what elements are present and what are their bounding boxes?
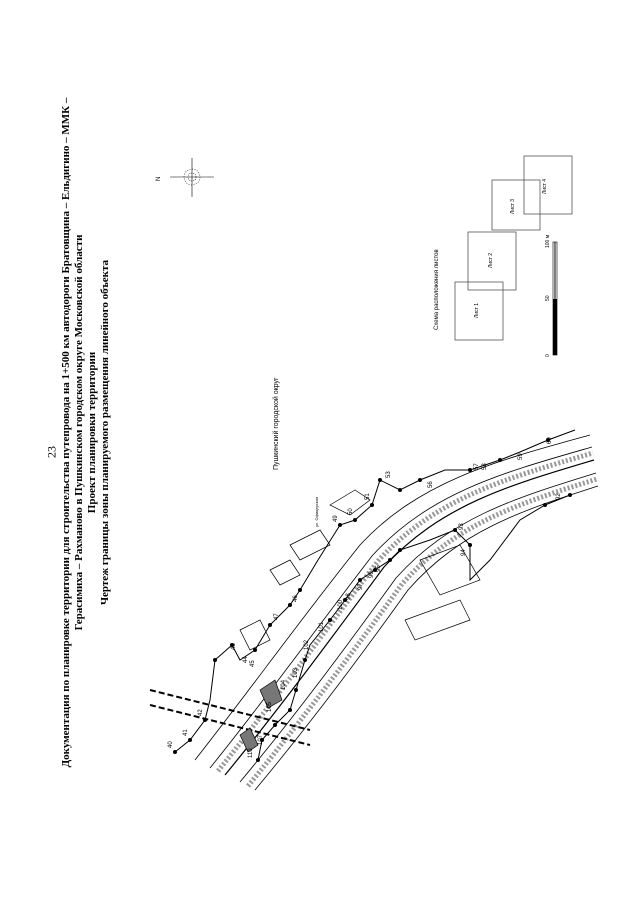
sheet-2-frame — [467, 231, 517, 291]
point-label: 56 — [428, 481, 434, 488]
point-label: 58 — [482, 463, 488, 470]
point-label: 103 — [293, 667, 299, 678]
point-label: 40 — [168, 741, 174, 748]
point-label: 46 — [293, 595, 299, 602]
point-label: 104 — [281, 679, 287, 690]
scale-label-100: 100 м — [545, 234, 551, 248]
scale-bar — [552, 241, 558, 356]
point-label: 97 — [358, 583, 364, 590]
sheet-2-label: Лист 2 — [488, 253, 494, 268]
street-label: ул. Офицерская — [314, 497, 319, 527]
point-label: 41 — [183, 729, 189, 736]
railway-lines — [149, 689, 311, 746]
boundary-point-labels: 40 41 42 43 44 45 46 47 49 50 51 53 56 5… — [168, 437, 562, 758]
road-corridor — [194, 434, 599, 791]
sheet-4-label: Лист 4 — [542, 179, 548, 194]
sheet-3-label: Лист 3 — [510, 199, 516, 214]
point-label: 45 — [250, 660, 256, 667]
sheet-1-frame — [454, 281, 504, 341]
point-label: 51 — [365, 493, 371, 500]
point-label: 101 — [319, 621, 325, 632]
point-label: 53 — [386, 471, 392, 478]
point-label: 60 — [547, 437, 553, 444]
point-label: 49 — [333, 515, 339, 522]
point-label: 100 — [338, 599, 344, 610]
point-label: 98 — [346, 593, 352, 600]
boundary-point-markers — [173, 438, 572, 762]
scale-label-0: 0 — [545, 354, 551, 357]
sheet-scheme — [454, 155, 573, 341]
point-label: 105 — [267, 701, 273, 712]
point-label: 57 — [474, 463, 480, 470]
compass-rose-icon — [170, 158, 214, 197]
building-outlines — [239, 489, 481, 753]
point-label: 43 — [231, 643, 237, 650]
point-label: 42 — [198, 709, 204, 716]
point-label: 94 — [461, 549, 467, 556]
point-label: 107 — [258, 734, 264, 745]
district-label: Пушкинский городской округ — [272, 377, 280, 470]
sheet-3-frame — [491, 179, 541, 231]
point-label: 90 — [369, 571, 375, 578]
scale-label-50: 50 — [545, 295, 551, 301]
sheet-scheme-title: Схема расположения листов — [434, 249, 440, 330]
sheet-1-label: Лист 1 — [474, 303, 480, 318]
point-label: 102 — [304, 639, 310, 650]
sheet-4-frame — [523, 155, 573, 215]
point-label: 44 — [243, 656, 249, 663]
point-label: 93 — [459, 523, 465, 530]
point-label: 92 — [556, 493, 562, 500]
compass-north-letter: N — [156, 177, 162, 181]
point-label: 50 — [348, 508, 354, 515]
point-label: 59 — [518, 453, 524, 460]
point-label: 95 — [376, 565, 382, 572]
point-label: 47 — [274, 613, 280, 620]
point-label: 110 — [248, 748, 254, 758]
